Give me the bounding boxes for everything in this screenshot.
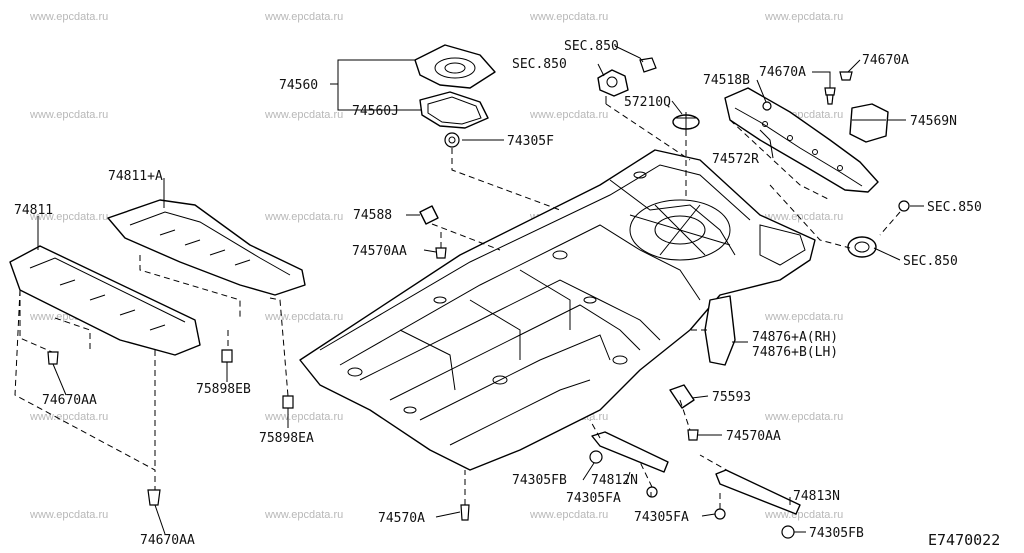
label-74305F: 74305F bbox=[507, 134, 554, 149]
part-74811-cover bbox=[9, 245, 201, 356]
sec850-bolt-right bbox=[898, 200, 910, 212]
leader-lines bbox=[37, 45, 924, 535]
label-74305FB: 74305FB bbox=[809, 526, 864, 541]
part-74305FA-clip-1 bbox=[646, 486, 658, 498]
part-74670AA-bolt-1 bbox=[47, 351, 59, 365]
label-74572R: 74572R bbox=[712, 152, 759, 167]
label-74670AA: 74670AA bbox=[42, 393, 97, 408]
watermark: www.epcdata.ru bbox=[264, 11, 343, 23]
part-74569N-bracket bbox=[849, 103, 889, 143]
label-74305FA: 74305FA bbox=[566, 491, 621, 506]
part-74812N-strip bbox=[591, 431, 669, 473]
part-74560-plate bbox=[414, 44, 496, 89]
watermark: www.epcdata.ru bbox=[29, 411, 108, 423]
sec850-bracket-top bbox=[597, 57, 657, 104]
part-74670AA-bolt-2 bbox=[147, 489, 161, 506]
label-sec850: SEC.850 bbox=[903, 254, 958, 269]
sec850-grommet-right bbox=[847, 236, 877, 258]
label-74670AA: 74670AA bbox=[140, 533, 195, 548]
watermark: www.epcdata.ru bbox=[529, 509, 608, 521]
watermark: www.epcdata.ru bbox=[764, 11, 843, 23]
label-74305FB: 74305FB bbox=[512, 473, 567, 488]
part-57210Q bbox=[672, 112, 700, 130]
watermark: www.epcdata.ru bbox=[764, 509, 843, 521]
label-74305FA: 74305FA bbox=[634, 510, 689, 525]
label-74569N: 74569N bbox=[910, 114, 957, 129]
part-74811A-cover bbox=[107, 199, 306, 296]
diagram-code: E7470022 bbox=[928, 531, 1000, 549]
floor-panel bbox=[299, 149, 816, 471]
label-74670A: 74670A bbox=[759, 65, 806, 80]
watermark: www.epcdata.ru bbox=[29, 109, 108, 121]
watermark: www.epcdata.ru bbox=[264, 311, 343, 323]
assembly-lines bbox=[14, 103, 901, 509]
part-75898EB-clip bbox=[221, 349, 233, 363]
watermark: www.epcdata.ru bbox=[264, 509, 343, 521]
watermark: www.epcdata.ru bbox=[29, 509, 108, 521]
watermark: www.epcdata.ru bbox=[264, 109, 343, 121]
part-74670A-bolt-2 bbox=[839, 71, 853, 81]
part-75898EA-clip bbox=[282, 395, 294, 409]
part-74518B-bolt bbox=[762, 101, 772, 111]
part-74305FB-clip-1 bbox=[589, 450, 603, 464]
label-sec850: SEC.850 bbox=[512, 57, 567, 72]
watermark: www.epcdata.ru bbox=[764, 211, 843, 223]
watermark: www.epcdata.ru bbox=[29, 11, 108, 23]
watermark: www.epcdata.ru bbox=[529, 11, 608, 23]
watermark: www.epcdata.ru bbox=[764, 411, 843, 423]
part-74305F-clip bbox=[444, 132, 460, 148]
label-74811: 74811 bbox=[14, 203, 53, 218]
part-74670A-bolt bbox=[824, 87, 836, 105]
label-74560: 74560 bbox=[279, 78, 318, 93]
label-sec850: SEC.850 bbox=[927, 200, 982, 215]
label-74518B: 74518B bbox=[703, 73, 750, 88]
part-74305FB-clip-2 bbox=[781, 525, 795, 539]
label-74813N: 74813N bbox=[793, 489, 840, 504]
watermark: www.epcdata.ru bbox=[764, 311, 843, 323]
part-labels: 74560 74560J 74305F SEC.850 SEC.850 5721… bbox=[14, 39, 1000, 549]
watermark: www.epcdata.ru bbox=[264, 211, 343, 223]
watermark: www.epcdata.ru bbox=[29, 211, 108, 223]
label-74570AA: 74570AA bbox=[352, 244, 407, 259]
label-sec850: SEC.850 bbox=[564, 39, 619, 54]
label-75593: 75593 bbox=[712, 390, 751, 405]
label-74876: 74876+B(LH) bbox=[752, 345, 838, 360]
label-74811A: 74811+A bbox=[108, 169, 163, 184]
label-74670A: 74670A bbox=[862, 53, 909, 68]
label-74560J: 74560J bbox=[352, 104, 399, 119]
part-74305FA-clip-2 bbox=[714, 508, 726, 520]
part-74572R-rail bbox=[724, 87, 879, 193]
label-74570AA: 74570AA bbox=[726, 429, 781, 444]
part-75593-bracket bbox=[669, 384, 695, 409]
part-74876-trim bbox=[704, 295, 736, 366]
label-74876: 74876+A(RH) bbox=[752, 330, 838, 345]
label-74570A: 74570A bbox=[378, 511, 425, 526]
part-74570AA-bolt-1 bbox=[435, 247, 447, 259]
part-74813N-strip bbox=[715, 469, 801, 515]
part-74588-clip bbox=[419, 205, 439, 225]
part-74570AA-bolt-2 bbox=[687, 429, 699, 441]
watermark: www.epcdata.ru bbox=[529, 109, 608, 121]
label-75898EA: 75898EA bbox=[259, 431, 314, 446]
part-74560J-seal bbox=[419, 91, 489, 129]
label-57210Q: 57210Q bbox=[624, 95, 671, 110]
label-75898EB: 75898EB bbox=[196, 382, 251, 397]
part-74570A-bolt bbox=[460, 504, 470, 521]
label-74588: 74588 bbox=[353, 208, 392, 223]
watermark: www.epcdata.ru bbox=[264, 411, 343, 423]
label-74812N: 74812N bbox=[591, 473, 638, 488]
